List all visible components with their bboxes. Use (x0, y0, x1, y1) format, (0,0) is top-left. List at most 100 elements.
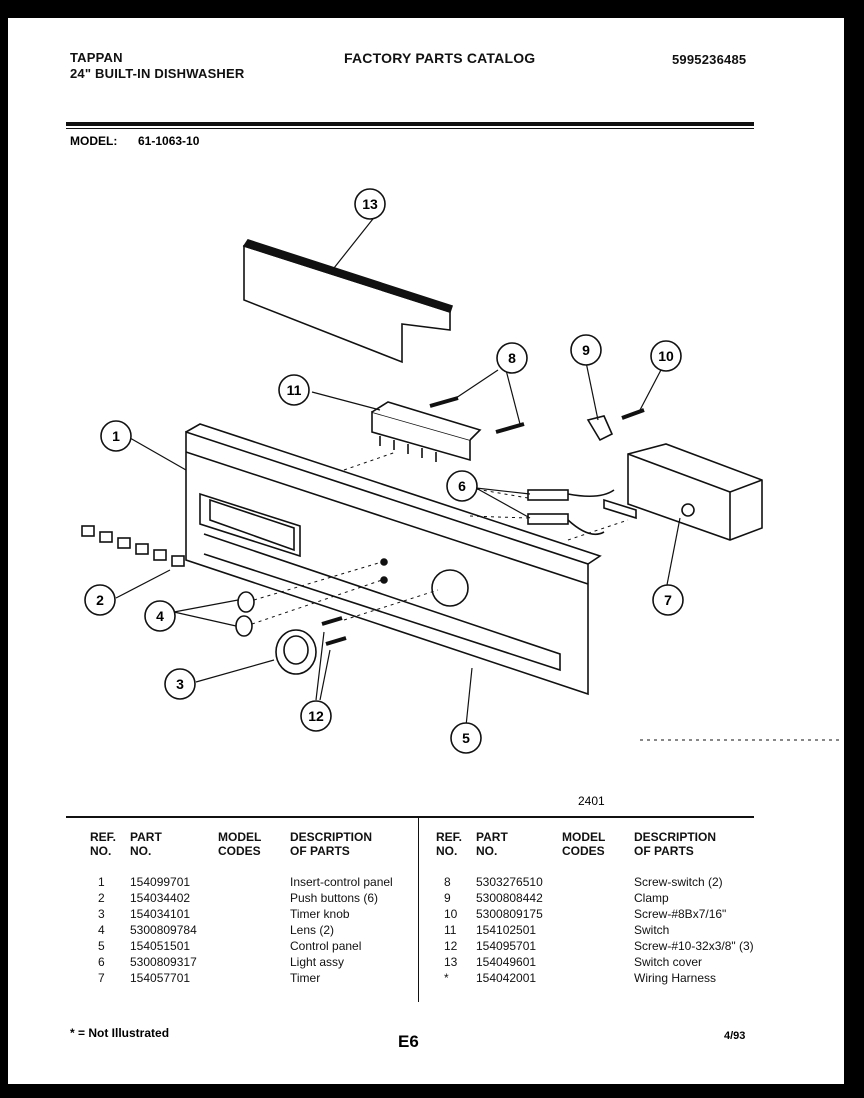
svg-text:5: 5 (462, 730, 470, 746)
model-codes-cell (218, 938, 290, 954)
svg-text:11: 11 (287, 382, 302, 398)
model-codes-cell (562, 954, 634, 970)
callout-3: 3 (164, 668, 196, 700)
ref-cell: 6 (98, 955, 105, 969)
model-codes-cell (562, 922, 634, 938)
ref-cell: * (444, 971, 449, 985)
part-number-cell: 5300809317 (130, 955, 197, 969)
callout-11: 11 (278, 374, 310, 406)
callout-9: 9 (570, 334, 602, 366)
ref-cell: 5 (98, 939, 105, 953)
callout-1: 1 (100, 420, 132, 452)
description-cell: Wiring Harness (634, 971, 717, 985)
svg-text:3: 3 (176, 676, 184, 692)
ref-cell: 8 (444, 875, 451, 889)
screw-8b (495, 422, 525, 434)
svg-text:2: 2 (96, 592, 104, 608)
light-assembly-drawing (527, 489, 615, 536)
svg-text:7: 7 (664, 592, 672, 608)
description-cell: Switch cover (634, 955, 703, 969)
model-codes-cell (218, 954, 290, 970)
screw-10 (621, 408, 645, 420)
callout-6: 6 (446, 470, 478, 502)
switch-drawing (371, 401, 482, 462)
lens-a (237, 591, 255, 613)
exploded-parts-diagram: 13 11 8 9 10 1 6 7 2 4 3 12 5 (81, 188, 840, 754)
part-number-cell: 5300808442 (476, 891, 543, 905)
description-cell: Lens (2) (290, 923, 335, 937)
model-codes-cell (562, 906, 634, 922)
part-number-cell: 154051501 (130, 939, 191, 953)
svg-text:1: 1 (112, 428, 120, 444)
callout-10: 10 (650, 340, 682, 372)
part-number-cell: 154034101 (130, 907, 191, 921)
not-illustrated-note: * = Not Illustrated (70, 1026, 170, 1040)
description-cell: Push buttons (6) (290, 891, 379, 905)
svg-text:13: 13 (362, 196, 378, 212)
ref-cell: 11 (444, 923, 457, 937)
callout-8: 8 (496, 342, 528, 374)
callout-2: 2 (84, 584, 116, 616)
brand-name: TAPPAN (70, 50, 123, 65)
part-number-cell: 154057701 (130, 971, 191, 985)
description-cell: Timer (290, 971, 321, 985)
svg-text:10: 10 (658, 348, 674, 364)
header-rule-thick (66, 122, 754, 126)
screw-12b (325, 636, 347, 646)
description-cell: Screw-switch (2) (634, 875, 723, 889)
lens-b (235, 615, 253, 637)
control-panel-drawing (185, 423, 602, 696)
description-cell: Switch (634, 923, 670, 937)
svg-text:6: 6 (458, 478, 466, 494)
svg-text:9: 9 (582, 342, 590, 358)
model-label: MODEL: (70, 134, 118, 148)
ref-cell: 7 (98, 971, 105, 985)
callout-7: 7 (652, 584, 684, 616)
part-number-cell: 154034402 (130, 891, 191, 905)
table-row: 8 5303276510 Screw-switch (2) (436, 874, 784, 890)
callout-4: 4 (144, 600, 176, 632)
model-codes-cell (562, 890, 634, 906)
description-cell: Insert-control panel (290, 875, 393, 889)
model-codes-cell (218, 970, 290, 986)
ref-cell: 13 (444, 955, 458, 969)
callout-13: 13 (354, 188, 386, 220)
push-buttons-drawing (81, 525, 185, 567)
table-top-rule (66, 816, 754, 818)
screw-8a (429, 396, 459, 408)
description-cell: Screw-#10-32x3/8" (3) (634, 939, 754, 953)
clamp-drawing (586, 415, 614, 442)
part-number-cell: 5300809784 (130, 923, 197, 937)
part-number-cell: 154102501 (476, 923, 537, 937)
model-codes-cell (562, 970, 634, 986)
svg-text:4: 4 (156, 608, 164, 624)
table-row: 11 154102501 Switch (436, 922, 784, 938)
header-rule-thin (66, 128, 754, 129)
ref-cell: 10 (444, 907, 458, 921)
part-number-cell: 5303276510 (476, 875, 543, 889)
ref-cell: 1 (98, 875, 105, 889)
model-codes-cell (562, 938, 634, 954)
description-cell: Timer knob (290, 907, 350, 921)
callout-12: 12 (300, 700, 332, 732)
model-codes-cell (562, 874, 634, 890)
part-number-cell: 5300809175 (476, 907, 543, 921)
timer-drawing (603, 443, 763, 541)
